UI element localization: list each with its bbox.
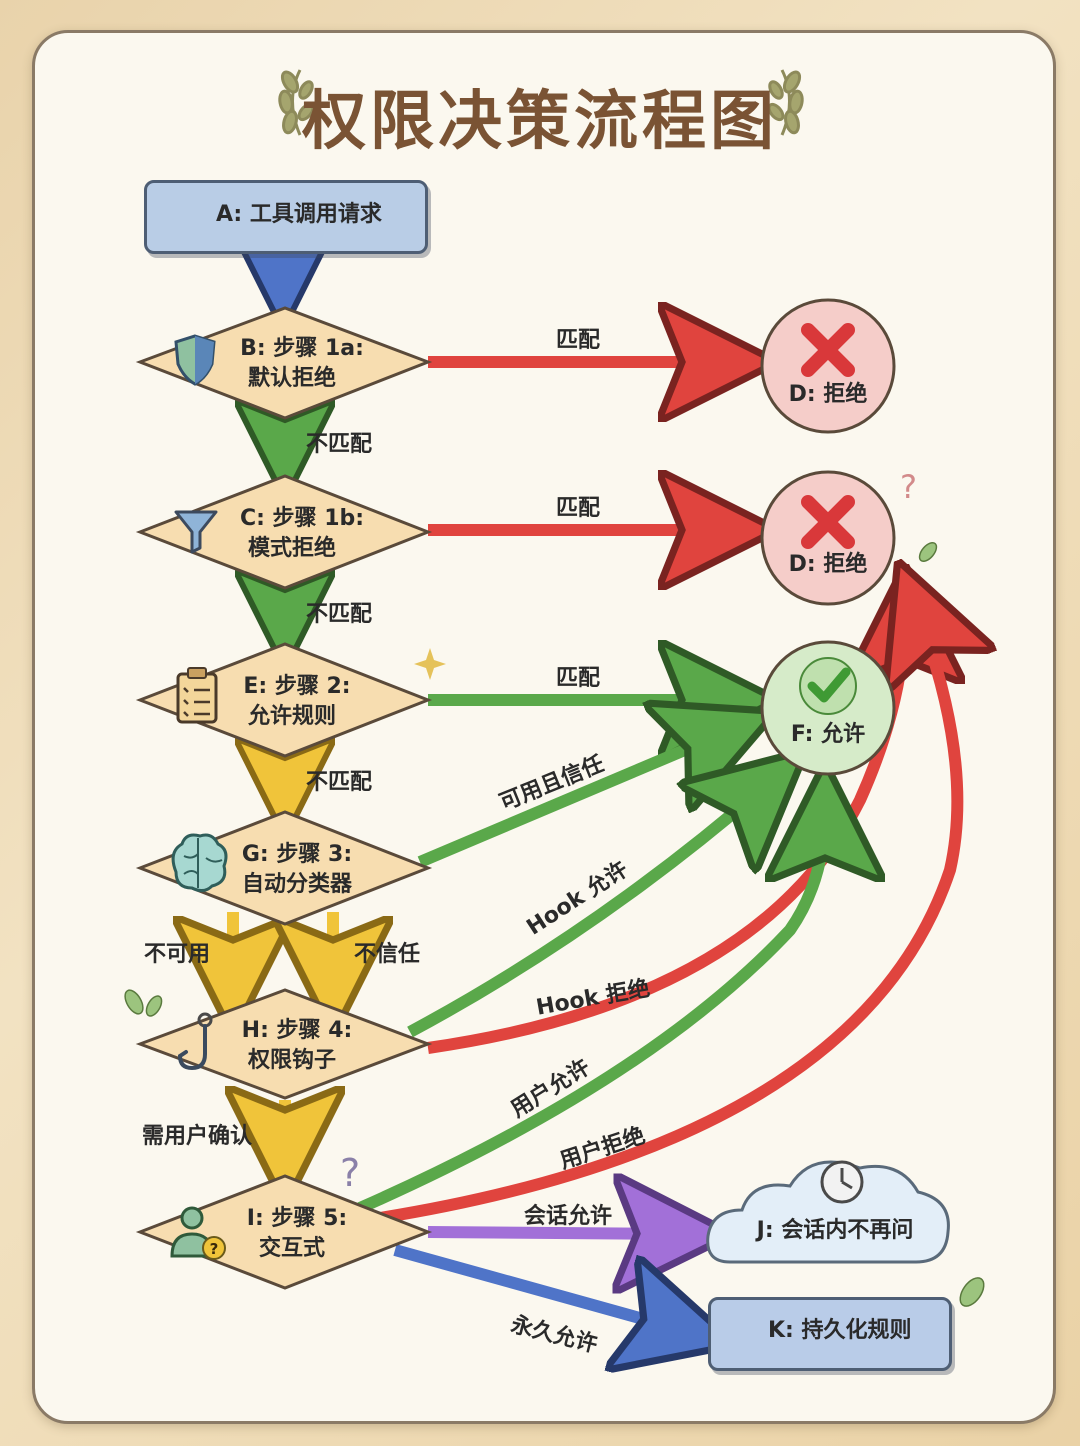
node-d2-label: D: 拒绝 bbox=[770, 550, 886, 580]
edge-label-c-d: 匹配 bbox=[556, 490, 600, 522]
node-d2-circle[interactable] bbox=[762, 472, 894, 604]
node-d1-circle[interactable] bbox=[762, 300, 894, 432]
node-j-label: J: 会话内不再问 bbox=[730, 1216, 940, 1246]
edge-label-c-e: 不匹配 bbox=[306, 596, 372, 628]
check-icon bbox=[800, 658, 856, 714]
edge-label-e-f: 匹配 bbox=[556, 660, 600, 692]
node-h-label-2: 权限钩子 bbox=[222, 1046, 362, 1076]
edge-g-f bbox=[420, 730, 732, 862]
sparkle-icon bbox=[414, 648, 446, 680]
edge-label-g-h-unavailable: 不可用 bbox=[144, 936, 210, 968]
clipboard-icon bbox=[178, 668, 216, 722]
edge-i-j bbox=[428, 1232, 685, 1234]
clock-icon bbox=[822, 1162, 862, 1202]
question-mark-icon: ? bbox=[900, 468, 917, 506]
node-g-label-2: 自动分类器 bbox=[222, 870, 372, 900]
node-h-label-1: H: 步骤 4: bbox=[222, 1016, 372, 1046]
node-a-label: A: 工具调用请求 bbox=[216, 200, 416, 230]
node-e-label-2: 允许规则 bbox=[222, 702, 362, 732]
edge-label-h-i: 需用户确认 bbox=[142, 1118, 252, 1150]
edge-label-e-g: 不匹配 bbox=[306, 764, 372, 796]
node-g-label-1: G: 步骤 3: bbox=[222, 840, 372, 870]
svg-text:?: ? bbox=[210, 1240, 219, 1258]
node-i-label-1: I: 步骤 5: bbox=[222, 1204, 372, 1234]
question-mark-icon: ? bbox=[340, 1151, 360, 1195]
page-title: 权限决策流程图 bbox=[0, 70, 1080, 162]
node-c-label-2: 模式拒绝 bbox=[222, 534, 362, 564]
node-d1-label: D: 拒绝 bbox=[770, 380, 886, 410]
node-i-label-2: 交互式 bbox=[222, 1234, 362, 1264]
node-b-label-1: B: 步骤 1a: bbox=[222, 334, 382, 364]
brain-icon bbox=[173, 835, 226, 891]
edge-label-b-d: 匹配 bbox=[556, 322, 600, 354]
node-e-label-1: E: 步骤 2: bbox=[222, 672, 372, 702]
node-f-label: F: 允许 bbox=[770, 720, 886, 750]
edge-label-b-c: 不匹配 bbox=[306, 426, 372, 458]
node-c-label-1: C: 步骤 1b: bbox=[222, 504, 382, 534]
edge-label-g-h-untrusted: 不信任 bbox=[354, 936, 420, 968]
node-b-label-2: 默认拒绝 bbox=[222, 364, 362, 394]
edge-label-i-j: 会话允许 bbox=[524, 1198, 612, 1230]
node-k-label: K: 持久化规则 bbox=[768, 1316, 938, 1346]
